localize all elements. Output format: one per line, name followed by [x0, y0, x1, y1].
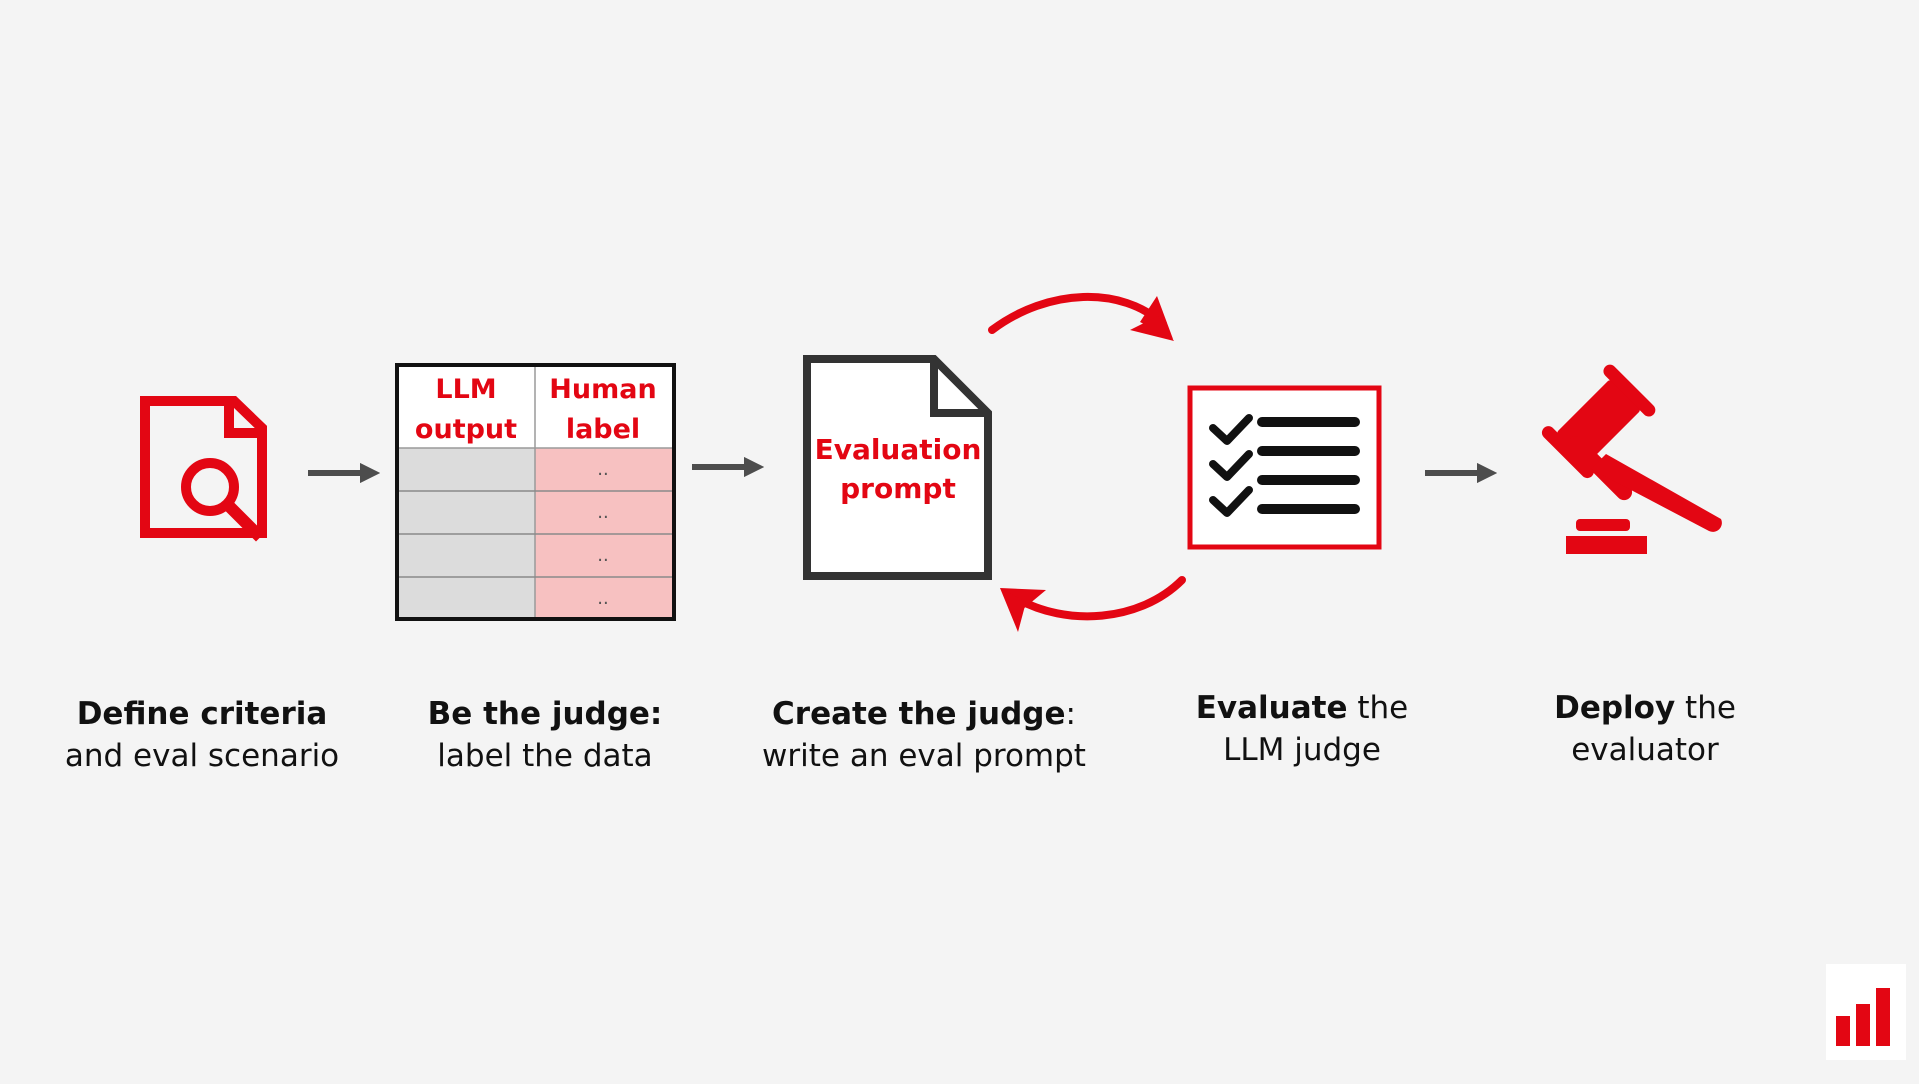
step-2-subtitle: label the data: [437, 738, 653, 774]
table-cell: ..: [597, 459, 608, 480]
step-4-title: Evaluate: [1195, 690, 1348, 726]
step-3-subtitle: write an eval prompt: [762, 738, 1086, 774]
step-3-title: Create the judge: [772, 696, 1066, 732]
cycle-arrow-bottom: [1000, 576, 1186, 632]
step-3-title-rest: :: [1065, 696, 1076, 732]
table-header-llm-output-2: output: [415, 414, 517, 445]
prompt-doc-title-2: prompt: [840, 472, 956, 505]
labeled-table-icon: LLM output Human label .. .. .. ..: [395, 363, 676, 621]
gavel-icon: [1541, 364, 1722, 554]
table-header-llm-output: LLM: [435, 374, 496, 405]
table-cell: ..: [597, 588, 608, 609]
step-5-caption: Deploy the evaluator: [1554, 687, 1736, 771]
bar-chart-logo-icon: [1826, 964, 1906, 1060]
prompt-doc-title: Evaluation: [815, 433, 982, 466]
step-1-subtitle: and eval scenario: [64, 738, 340, 774]
step-2-caption: Be the judge: label the data: [428, 693, 663, 777]
step-5-title: Deploy: [1554, 690, 1676, 726]
step-1-title: Define criteria: [76, 696, 328, 732]
step-3-caption: Create the judge: write an eval prompt: [762, 693, 1086, 777]
step-4-title-rest: the: [1347, 690, 1409, 726]
step-1-caption: Define criteria and eval scenario: [65, 693, 339, 777]
document-search-icon: [140, 396, 267, 542]
step-5-title-rest: the: [1675, 690, 1736, 726]
table-cell: ..: [597, 502, 608, 523]
cycle-arrow-top: [988, 292, 1174, 341]
table-header-human-label: Human: [549, 374, 656, 405]
step-5-subtitle: evaluator: [1571, 732, 1719, 768]
checklist-icon: [1187, 385, 1382, 550]
step-2-title: Be the judge:: [427, 696, 663, 732]
step-4-subtitle: LLM judge: [1223, 732, 1381, 768]
table-cell: ..: [597, 545, 608, 566]
step-4-caption: Evaluate the LLM judge: [1196, 687, 1409, 771]
table-header-human-label-2: label: [566, 414, 640, 445]
document-icon: Evaluation prompt: [803, 355, 992, 580]
